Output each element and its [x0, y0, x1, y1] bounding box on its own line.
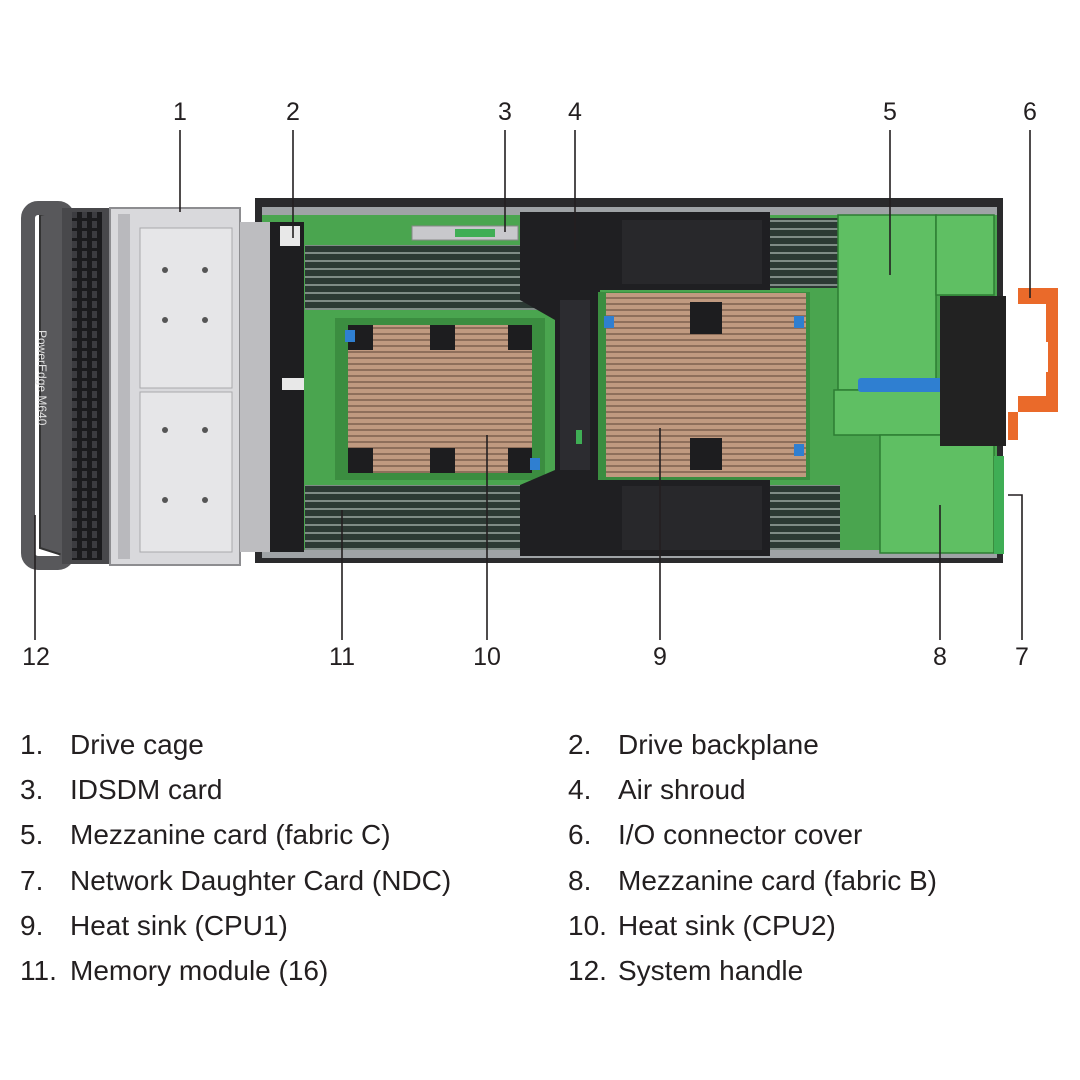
legend-label: Heat sink (CPU2) [618, 910, 836, 941]
legend-label: Network Daughter Card (NDC) [70, 865, 452, 896]
legend-number: 7. [20, 865, 44, 896]
callout-12: 12 [22, 643, 50, 671]
drive-backplane [240, 222, 304, 552]
legend-number: 3. [20, 774, 44, 805]
network-daughter-card [994, 456, 1004, 554]
legend-label: Drive backplane [618, 729, 819, 760]
legend-item-11: 11. Memory module (16) [20, 953, 328, 989]
legend-item-10: 10. Heat sink (CPU2) [568, 908, 836, 944]
legend-label: Mezzanine card (fabric C) [70, 819, 391, 850]
legend-item-4: 4. Air shroud [568, 772, 746, 808]
legend-item-5: 5. Mezzanine card (fabric C) [20, 817, 391, 853]
legend-label: Heat sink (CPU1) [70, 910, 288, 941]
mezzanine-card-fabric-c [837, 214, 995, 391]
callout-9: 9 [653, 643, 667, 671]
callout-numbers: 1 2 3 4 5 6 7 8 9 10 11 12 [22, 98, 1037, 671]
legend-number: 5. [20, 819, 44, 850]
legend-item-6: 6. I/O connector cover [568, 817, 862, 853]
legend-number: 12. [568, 955, 607, 986]
legend-item-9: 9. Heat sink (CPU1) [20, 908, 288, 944]
legend-number: 4. [568, 774, 592, 805]
handle-branding: PowerEdge M640 [35, 330, 49, 426]
legend-label: Mezzanine card (fabric B) [618, 865, 938, 896]
callout-6: 6 [1023, 98, 1037, 126]
legend-number: 10. [568, 910, 607, 941]
leader-lines [34, 130, 1031, 640]
legend-number: 8. [568, 865, 592, 896]
legend-item-2: 2. Drive backplane [568, 727, 819, 763]
heat-sink-cpu1 [598, 292, 810, 480]
callout-8: 8 [933, 643, 947, 671]
legend-number: 11. [20, 955, 57, 986]
legend-label: Memory module (16) [70, 955, 329, 986]
callout-3: 3 [498, 98, 512, 126]
legend-label: IDSDM card [70, 774, 223, 805]
component-legend: 1. Drive cage 2. Drive backplane 3. IDSDM c… [0, 725, 1080, 995]
legend-item-12: 12. System handle [568, 953, 803, 989]
legend-item-3: 3. IDSDM card [20, 772, 222, 808]
legend-item-8: 8. Mezzanine card (fabric B) [568, 863, 937, 899]
legend-item-7: 7. Network Daughter Card (NDC) [20, 863, 451, 899]
heat-sink-cpu2 [335, 318, 545, 480]
system-handle: PowerEdge M640 [21, 201, 110, 570]
callout-1: 1 [173, 98, 187, 126]
callout-10: 10 [473, 643, 501, 671]
legend-label: Air shroud [618, 774, 746, 805]
callout-2: 2 [286, 98, 300, 126]
idsdm-card [411, 225, 519, 241]
callout-11: 11 [329, 643, 355, 671]
legend-label: Drive cage [70, 729, 204, 760]
callout-7: 7 [1015, 643, 1029, 671]
memory-modules [305, 218, 840, 550]
callout-4: 4 [568, 98, 582, 126]
legend-number: 9. [20, 910, 44, 941]
legend-label: System handle [618, 955, 804, 986]
legend-number: 1. [20, 729, 44, 760]
callout-5: 5 [883, 98, 897, 126]
legend-label: I/O connector cover [618, 819, 863, 850]
legend-number: 2. [568, 729, 592, 760]
io-connector-cover [940, 288, 1058, 446]
drive-cage [109, 207, 241, 566]
legend-number: 6. [568, 819, 592, 850]
legend-item-1: 1. Drive cage [20, 727, 204, 763]
air-shroud [520, 212, 770, 556]
